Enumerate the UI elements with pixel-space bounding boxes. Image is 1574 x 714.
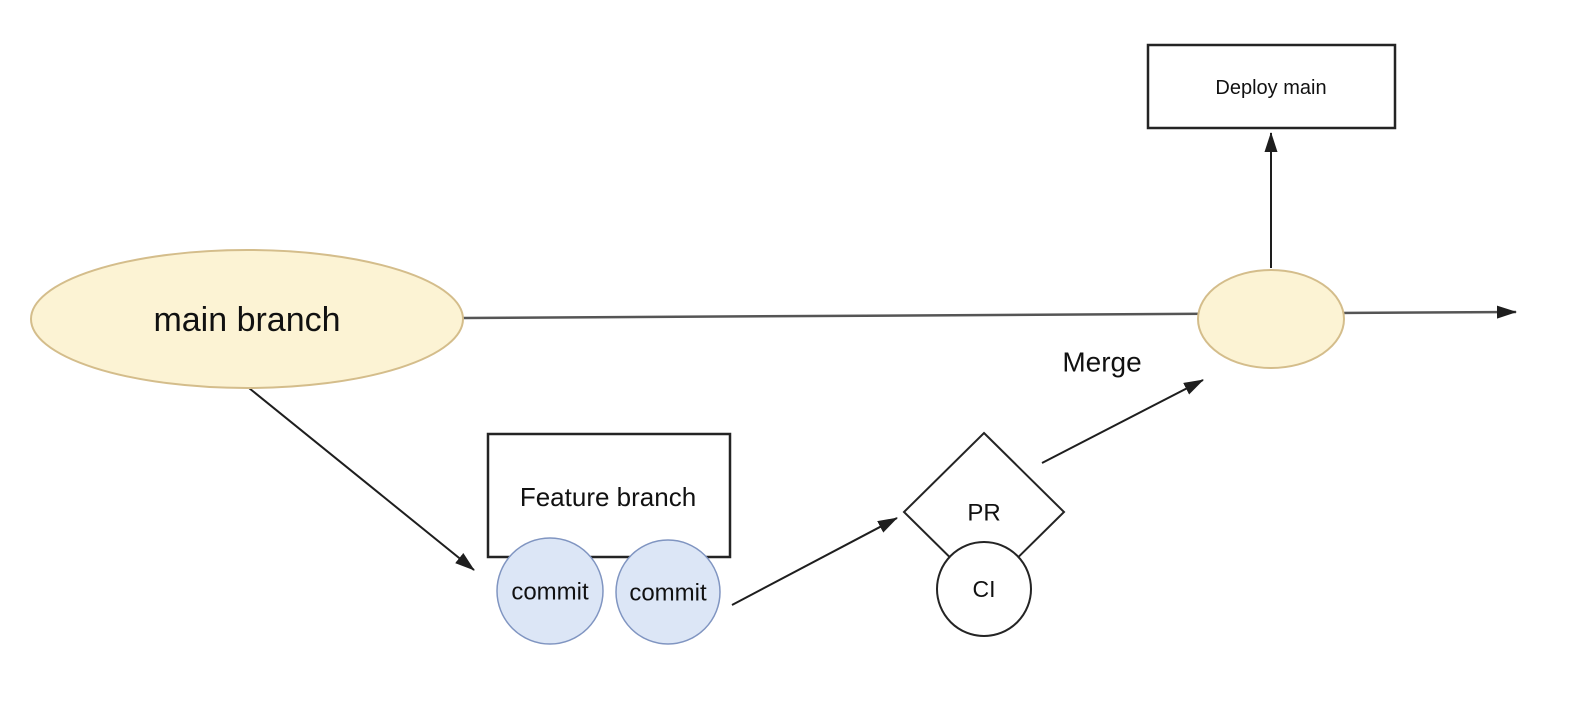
merge-point-node	[1197, 269, 1345, 369]
branch-off-arrow	[248, 387, 475, 571]
commit-node-1	[496, 537, 604, 645]
feature-branch-label: Feature branch	[520, 482, 696, 512]
main-timeline-arrow	[462, 305, 1517, 320]
commit-node-2	[615, 539, 721, 645]
main-branch-node	[30, 249, 464, 389]
commit-to-pr-arrow	[731, 517, 898, 606]
merge-arrow-label: Merge	[1062, 347, 1141, 378]
ci-label: CI	[973, 576, 996, 602]
main-branch-label: main branch	[153, 301, 340, 339]
merge-arrow	[1041, 379, 1204, 464]
ci-circle	[936, 541, 1032, 637]
commit-2-label: commit	[629, 580, 707, 607]
deploy-main-label: Deploy main	[1215, 77, 1326, 99]
pr-label: PR	[967, 500, 1000, 527]
deploy-main-box	[1146, 43, 1397, 130]
feature-branch-box	[486, 432, 732, 559]
commit-1-label: commit	[511, 579, 589, 606]
